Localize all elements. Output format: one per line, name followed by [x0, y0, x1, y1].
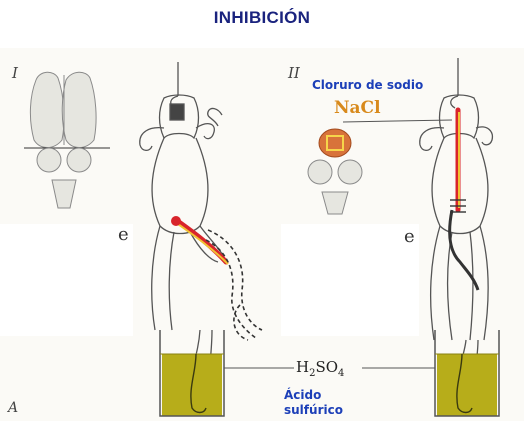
patch-middle — [281, 224, 419, 336]
acid-caption: Ácido sulfúrico — [284, 388, 343, 418]
acid-formula-sub-4: 4 — [338, 368, 344, 379]
fragment-text-right: e — [404, 226, 415, 247]
nacl-caption: Cloruro de sodio — [312, 78, 423, 93]
panel-label-corner: A — [8, 400, 18, 416]
nacl-formula: NaCl — [334, 98, 381, 118]
panel-label-left: I — [12, 64, 18, 82]
acid-formula-so: SO — [315, 358, 338, 376]
panel-label-right: II — [288, 64, 300, 82]
acid-caption-line2: sulfúrico — [284, 403, 343, 418]
acid-caption-line1: Ácido — [284, 388, 343, 403]
acid-formula-h: H — [296, 358, 309, 376]
patch-left — [0, 224, 133, 336]
fragment-text-left: e — [118, 224, 129, 245]
acid-formula: H2SO4 — [296, 358, 344, 379]
